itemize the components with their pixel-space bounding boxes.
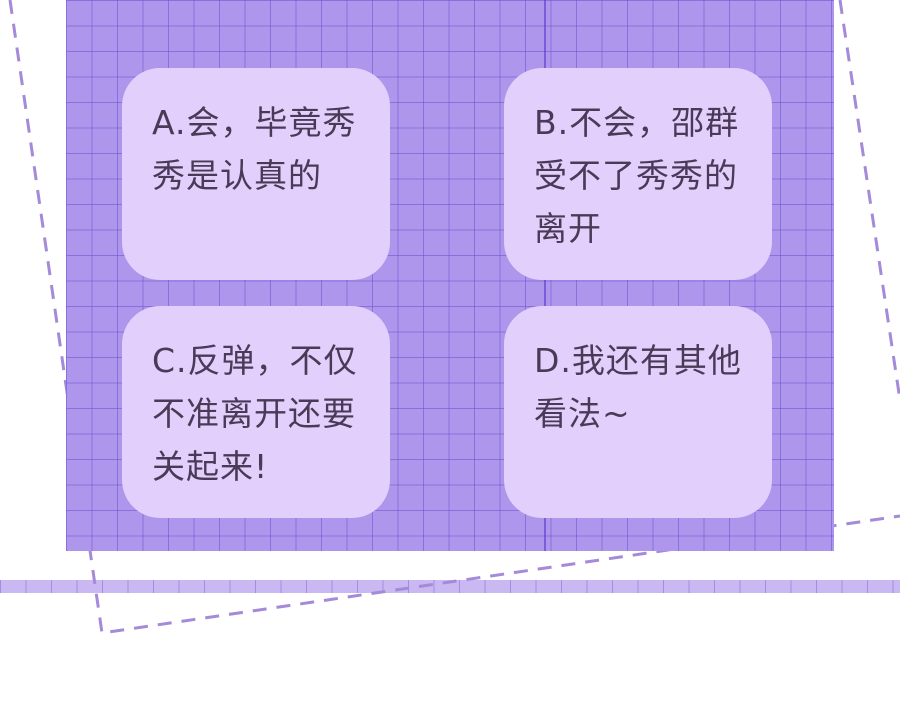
option-card-d[interactable]: D.我还有其他 看法~: [504, 306, 772, 518]
option-d-label: D.我还有其他 看法~: [534, 341, 742, 433]
option-card-a[interactable]: A.会，毕竟秀 秀是认真的: [122, 68, 390, 280]
option-a-label: A.会，毕竟秀 秀是认真的: [152, 103, 357, 195]
option-card-b[interactable]: B.不会，邵群 受不了秀秀的 离开: [504, 68, 772, 280]
bottom-stripe-grid: [0, 580, 900, 593]
grid-panel: A.会，毕竟秀 秀是认真的 B.不会，邵群 受不了秀秀的 离开 C.反弹，不仅 …: [66, 0, 834, 551]
option-c-label: C.反弹，不仅 不准离开还要 关起来!: [152, 341, 358, 486]
option-card-c[interactable]: C.反弹，不仅 不准离开还要 关起来!: [122, 306, 390, 518]
option-b-label: B.不会，邵群 受不了秀秀的 离开: [534, 103, 740, 248]
